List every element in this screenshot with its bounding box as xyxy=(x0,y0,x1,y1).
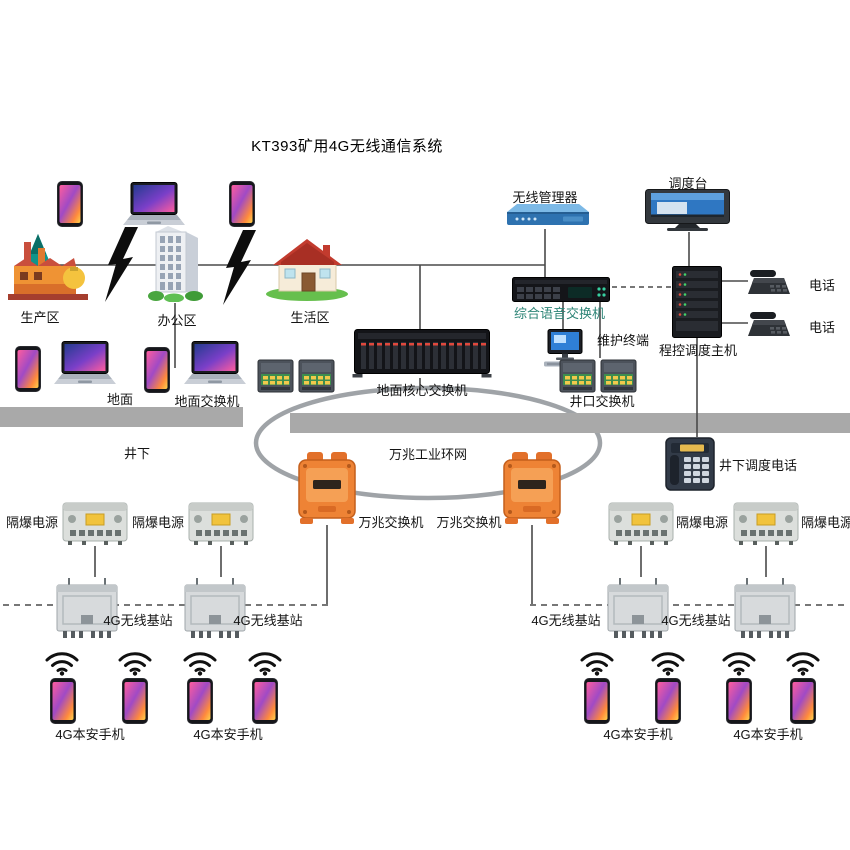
label-10g-switch: 万兆交换机 xyxy=(436,515,502,530)
desk-phone-icon xyxy=(748,268,790,298)
label-underground-phone: 井下调度电话 xyxy=(718,458,797,473)
underground-phone-device xyxy=(665,437,715,493)
ground-bar-left xyxy=(0,407,243,427)
wifi-signal-icon xyxy=(785,649,821,676)
label-maintenance-terminal: 维护终端 xyxy=(596,333,649,348)
wifi-signal-icon xyxy=(721,649,757,676)
label-handset: 4G本安手机 xyxy=(55,727,125,742)
label-base-station: 4G无线基站 xyxy=(233,613,303,628)
label-flameproof-power: 隔爆电源 xyxy=(132,515,185,530)
lightning-icon xyxy=(100,227,138,302)
house-icon xyxy=(265,233,350,301)
label-core-switch: 地面核心交换机 xyxy=(376,383,468,398)
smartphone-icon xyxy=(57,181,83,227)
wifi-signal-icon xyxy=(44,649,80,676)
page-title: KT393矿用4G无线通信系统 xyxy=(251,138,443,155)
label-base-station: 4G无线基站 xyxy=(661,613,731,628)
lightning-icon xyxy=(218,230,256,305)
wifi-signal-icon xyxy=(117,649,153,676)
handset-phone-icon xyxy=(50,678,76,724)
label-ground: 地面 xyxy=(106,392,133,407)
wifi-signal-icon xyxy=(182,649,218,676)
laptop-icon xyxy=(54,341,116,387)
label-dispatch-host: 程控调度主机 xyxy=(658,343,737,358)
label-dispatch-console: 调度台 xyxy=(668,176,708,191)
wireless-manager-device xyxy=(505,203,590,229)
smartphone-icon xyxy=(144,347,170,393)
factory-icon xyxy=(8,232,88,302)
smartphone-icon xyxy=(229,181,255,227)
label-living-area: 生活区 xyxy=(290,310,330,325)
laptop-icon xyxy=(123,182,185,228)
base-station-device xyxy=(606,577,670,641)
label-base-station: 4G无线基站 xyxy=(531,613,601,628)
handset-phone-icon xyxy=(790,678,816,724)
label-10g-switch: 万兆交换机 xyxy=(358,515,424,530)
label-flameproof-power: 隔爆电源 xyxy=(6,515,59,530)
industrial-ring-ellipse xyxy=(253,385,603,501)
label-wellhead-switch: 井口交换机 xyxy=(569,394,635,409)
label-production-area: 生产区 xyxy=(20,310,60,325)
label-wireless-manager: 无线管理器 xyxy=(512,190,578,205)
handset-phone-icon xyxy=(655,678,681,724)
office-building-icon xyxy=(148,226,206,302)
base-station-device xyxy=(55,577,119,641)
label-ring-network: 万兆工业环网 xyxy=(388,447,467,462)
handset-phone-icon xyxy=(122,678,148,724)
flameproof-power-device xyxy=(62,500,128,546)
label-flameproof-power: 隔爆电源 xyxy=(676,515,729,530)
10g-switch-device xyxy=(503,452,561,526)
core-switch-device xyxy=(352,329,492,378)
laptop-icon xyxy=(184,341,246,387)
handset-phone-icon xyxy=(584,678,610,724)
label-base-station: 4G无线基站 xyxy=(103,613,173,628)
wifi-signal-icon xyxy=(650,649,686,676)
base-station-device xyxy=(733,577,797,641)
handset-phone-icon xyxy=(726,678,752,724)
flameproof-power-device xyxy=(188,500,254,546)
flameproof-power-device xyxy=(608,500,674,546)
base-station-device xyxy=(183,577,247,641)
wifi-signal-icon xyxy=(579,649,615,676)
label-ground-switch: 地面交换机 xyxy=(174,394,240,409)
label-flameproof-power: 隔爆电源 xyxy=(801,515,850,530)
dispatch-host-rack xyxy=(672,266,722,338)
label-handset: 4G本安手机 xyxy=(603,727,673,742)
label-office-area: 办公区 xyxy=(157,313,197,328)
wifi-signal-icon xyxy=(247,649,283,676)
flameproof-power-device xyxy=(733,500,799,546)
smartphone-icon xyxy=(15,346,41,392)
desk-phone-icon xyxy=(748,310,790,340)
label-telephone: 电话 xyxy=(808,278,835,293)
label-voice-switch: 综合语音交换机 xyxy=(513,306,605,321)
ground-switch-group xyxy=(256,358,336,394)
label-underground: 井下 xyxy=(123,446,150,461)
wellhead-switch-group xyxy=(558,358,638,394)
10g-switch-device xyxy=(298,452,356,526)
handset-phone-icon xyxy=(252,678,278,724)
ground-bar-right xyxy=(290,413,850,433)
label-handset: 4G本安手机 xyxy=(193,727,263,742)
dispatch-console-device xyxy=(645,189,730,232)
label-handset: 4G本安手机 xyxy=(733,727,803,742)
voice-switch-device xyxy=(512,277,610,302)
label-telephone: 电话 xyxy=(808,320,835,335)
handset-phone-icon xyxy=(187,678,213,724)
